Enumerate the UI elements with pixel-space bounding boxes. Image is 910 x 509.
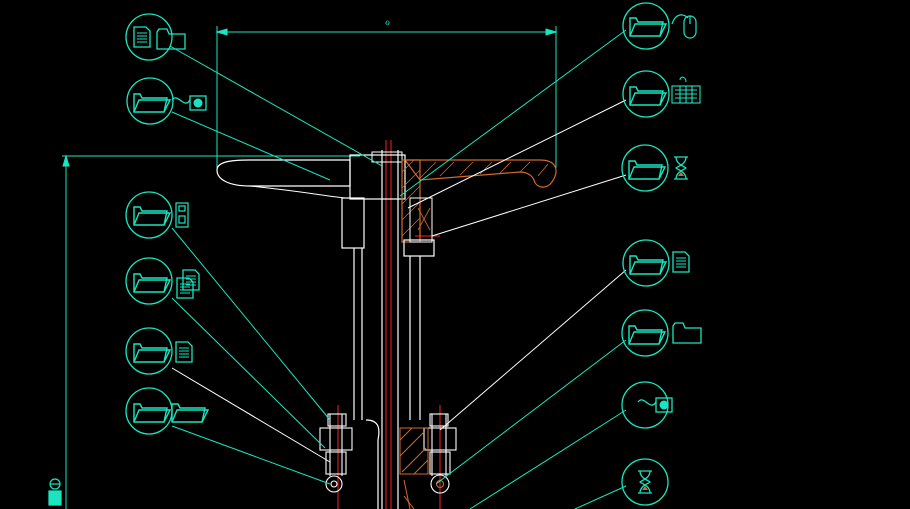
hourglass-icon xyxy=(673,156,689,180)
centerlines xyxy=(337,140,441,509)
callout-right-6[interactable] xyxy=(621,381,673,429)
folder-icon xyxy=(133,93,171,113)
leader-lines xyxy=(169,29,627,509)
callout-right-7[interactable] xyxy=(621,458,669,506)
handwheel-rim-right xyxy=(403,159,557,188)
callout-right-3[interactable] xyxy=(621,144,689,192)
mouse-icon xyxy=(671,14,697,39)
document-icon xyxy=(133,26,151,48)
dimension-lines xyxy=(62,26,558,509)
documents-icon xyxy=(176,269,200,299)
handwheel-rim-left xyxy=(216,159,351,187)
folder-icon xyxy=(133,273,171,293)
callout-right-1[interactable] xyxy=(622,2,697,50)
callout-right-5[interactable] xyxy=(621,309,702,357)
yoke[interactable] xyxy=(341,150,435,509)
document-icon xyxy=(672,251,690,273)
handwheel-hub xyxy=(349,154,406,200)
folder-icon xyxy=(629,86,667,106)
floppy-icon xyxy=(175,202,189,228)
callout-left-2[interactable] xyxy=(126,77,207,125)
folder-icon xyxy=(133,206,171,226)
top-dimension-label: ℴ xyxy=(385,15,390,28)
camera-icon xyxy=(171,95,207,111)
folder-icon xyxy=(133,403,171,423)
gland-bolt-left[interactable] xyxy=(319,413,353,493)
document-icon xyxy=(175,341,193,363)
person-marker-icon xyxy=(48,478,62,506)
handwheel-hatch xyxy=(419,161,549,179)
folder-icon xyxy=(629,255,667,275)
handwheel-spoke-left xyxy=(249,185,346,199)
hourglass-icon xyxy=(637,470,653,494)
folder-icon xyxy=(628,325,666,345)
callout-right-2[interactable] xyxy=(622,70,701,118)
closed-folder-icon xyxy=(672,322,702,344)
callout-left-5[interactable] xyxy=(125,327,193,375)
handwheel[interactable] xyxy=(216,151,557,243)
callout-left-1[interactable] xyxy=(125,13,186,61)
gland-section xyxy=(399,427,429,509)
callout-left-4[interactable] xyxy=(125,257,200,305)
callout-left-3[interactable] xyxy=(125,191,189,239)
folder-icon xyxy=(629,17,667,37)
callout-left-6[interactable] xyxy=(125,387,209,435)
open-folder-icon xyxy=(171,403,209,423)
keyboard-icon xyxy=(671,76,701,104)
callout-right-4[interactable] xyxy=(622,239,690,287)
folder-icon xyxy=(628,160,666,180)
folder-icon xyxy=(133,343,171,363)
